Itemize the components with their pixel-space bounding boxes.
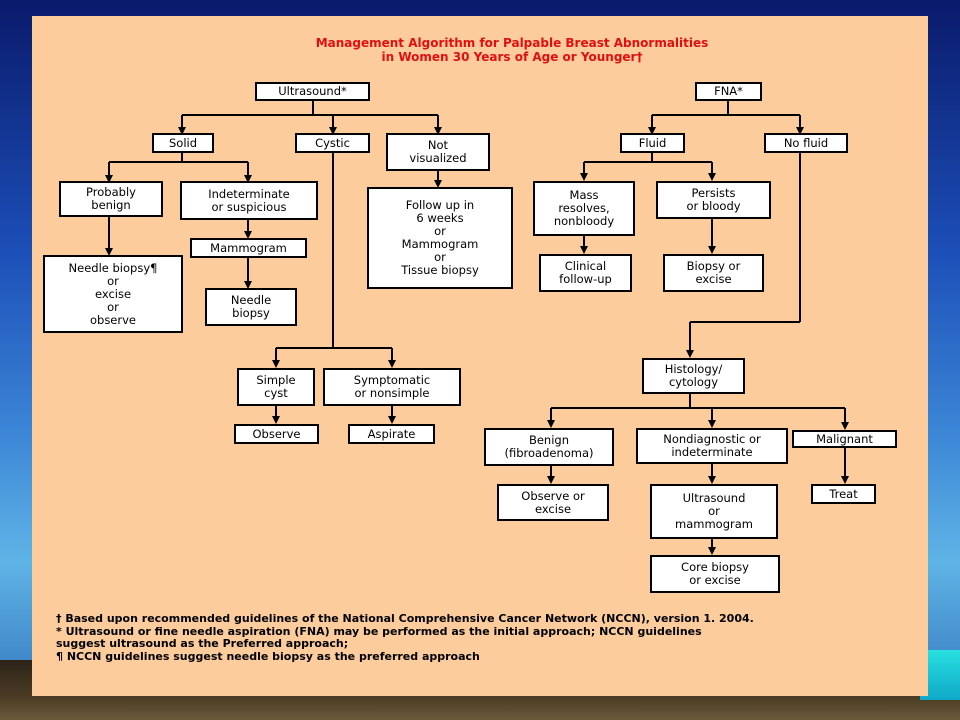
node-no-fluid: No fluid [764, 133, 848, 153]
node-needle-biopsy-excise: Needle biopsy¶ or excise or observe [43, 255, 183, 333]
node-aspirate: Aspirate [348, 424, 435, 444]
diagram-title-line1: Management Algorithm for Palpable Breast… [315, 36, 709, 50]
node-solid: Solid [152, 133, 214, 153]
node-benign: Benign (fibroadenoma) [484, 428, 614, 466]
node-fna: FNA* [695, 82, 762, 101]
node-simple-cyst: Simple cyst [237, 368, 315, 406]
footnote-star-line2: suggest ultrasound as the Preferred appr… [56, 637, 349, 650]
node-observe: Observe [234, 424, 319, 444]
slide-panel: Management Algorithm for Palpable Breast… [32, 16, 928, 696]
node-clinical-followup: Clinical follow-up [539, 254, 632, 292]
node-biopsy-excise: Biopsy or excise [663, 254, 764, 292]
footnote-paragraph: ¶ NCCN guidelines suggest needle biopsy … [56, 650, 480, 663]
node-symptomatic: Symptomatic or nonsimple [323, 368, 461, 406]
node-treat: Treat [811, 484, 876, 504]
node-malignant: Malignant [792, 430, 897, 448]
flowchart-connectors [105, 100, 849, 555]
node-mass-resolves: Mass resolves, nonbloody [533, 181, 635, 236]
node-histology: Histology/ cytology [642, 358, 745, 394]
node-ultrasound: Ultrasound* [255, 82, 370, 101]
node-mammogram: Mammogram [190, 238, 307, 258]
node-cystic: Cystic [295, 133, 370, 153]
node-indeterminate: Indeterminate or suspicious [180, 181, 318, 220]
node-persists: Persists or bloody [656, 181, 771, 219]
node-us-mammogram: Ultrasound or mammogram [650, 484, 778, 539]
node-probably-benign: Probably benign [59, 181, 163, 217]
node-not-visualized: Not visualized [386, 133, 490, 171]
node-needle-biopsy: Needle biopsy [205, 288, 297, 326]
diagram-title-line2: in Women 30 Years of Age or Younger† [381, 50, 643, 64]
node-core-biopsy: Core biopsy or excise [650, 555, 780, 593]
footnote-star-line1: * Ultrasound or fine needle aspiration (… [56, 625, 702, 638]
node-fluid: Fluid [620, 133, 685, 153]
node-nondiagnostic: Nondiagnostic or indeterminate [636, 428, 788, 464]
node-follow-up: Follow up in 6 weeks or Mammogram or Tis… [367, 187, 513, 289]
node-observe-excise: Observe or excise [497, 484, 609, 521]
footnote-dagger: † Based upon recommended guidelines of t… [56, 612, 754, 625]
